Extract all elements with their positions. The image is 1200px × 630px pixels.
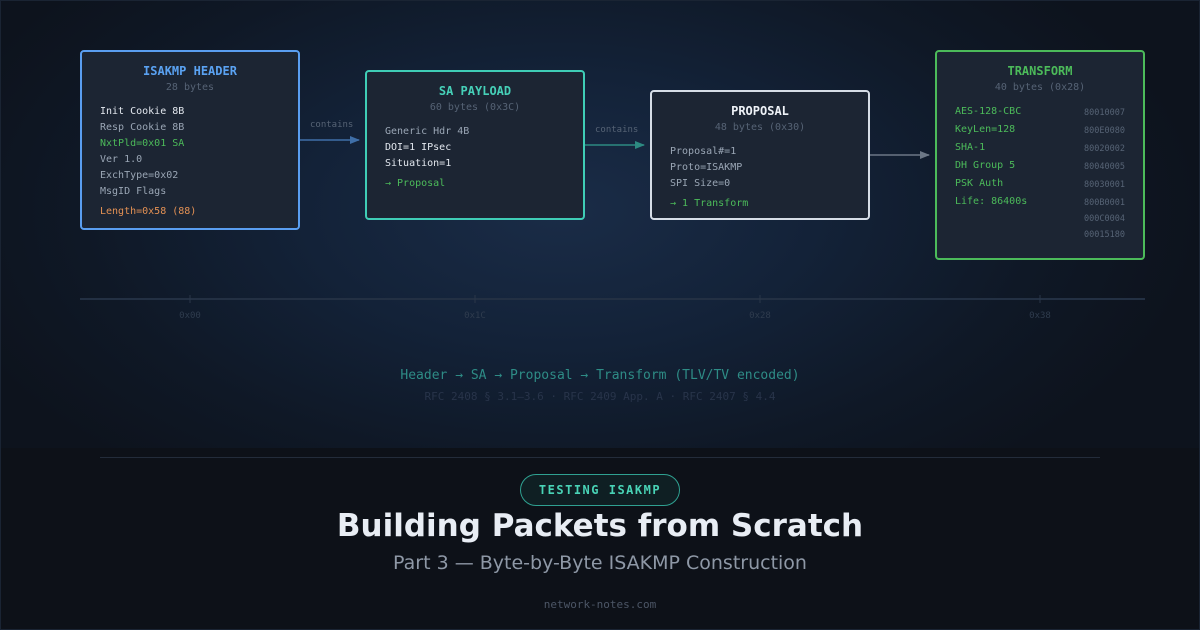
arrow-label-contains: contains	[310, 120, 354, 130]
attribute-row: DH Group 5	[955, 160, 1016, 171]
hex-value: 00015180	[1084, 230, 1125, 240]
next-payload-row: → Proposal	[385, 178, 446, 189]
next-payload-row: → 1 Transform	[670, 198, 749, 209]
offset-label: 0x38	[1029, 311, 1051, 321]
offset-label: 0x00	[179, 311, 201, 321]
sa-payload-box: SA PAYLOAD 60 bytes (0x3C) Generic Hdr 4…	[365, 70, 585, 220]
series-badge: TESTING ISAKMP	[520, 474, 680, 506]
field-row: Situation=1	[385, 158, 452, 169]
arrow-label-contains: contains	[595, 125, 639, 135]
box-title: SA PAYLOAD	[438, 84, 512, 98]
length-row: Length=0x58 (88)	[100, 206, 197, 217]
attribute-row: Life: 86400s	[955, 196, 1028, 207]
attribute-row: SHA-1	[955, 142, 986, 153]
hex-value: 000C0004	[1084, 214, 1125, 224]
attribute-row: PSK Auth	[955, 178, 1004, 189]
box-subtitle: 28 bytes	[165, 82, 215, 93]
box-subtitle: 60 bytes (0x3C)	[429, 102, 521, 113]
hex-value: 80010007	[1084, 108, 1125, 118]
attribute-row: KeyLen=128	[955, 124, 1016, 135]
proposal-box: PROPOSAL 48 bytes (0x30) Proposal#=1 Pro…	[650, 90, 870, 220]
field-row: NxtPld=0x01 SA	[100, 138, 185, 149]
field-row: Resp Cookie 8B	[100, 122, 185, 133]
box-title: PROPOSAL	[731, 104, 789, 118]
field-row: Proto=ISAKMP	[670, 162, 743, 173]
site-footer: network-notes.com	[543, 598, 657, 611]
page-subtitle: Part 3 — Byte-by-Byte ISAKMP Constructio…	[393, 552, 807, 574]
box-title: ISAKMP HEADER	[143, 64, 237, 78]
box-title: TRANSFORM	[1007, 64, 1073, 78]
hex-value: 80040005	[1084, 162, 1125, 172]
offset-label: 0x28	[749, 311, 771, 321]
field-row: ExchType=0x02	[100, 170, 179, 181]
field-row: SPI Size=0	[670, 178, 731, 189]
field-row: Ver 1.0	[100, 154, 143, 165]
flow-caption: Header → SA → Proposal → Transform (TLV/…	[400, 368, 800, 383]
offset-label: 0x1C	[464, 311, 486, 321]
page-title: Building Packets from Scratch	[336, 508, 864, 544]
hex-value: 800B0001	[1084, 198, 1125, 208]
hex-value: 800E0080	[1084, 126, 1125, 136]
field-row: Generic Hdr 4B	[385, 126, 470, 137]
rfc-references: RFC 2408 § 3.1–3.6 · RFC 2409 App. A · R…	[424, 390, 776, 403]
hex-value: 80030001	[1084, 180, 1125, 190]
hex-value: 80020002	[1084, 144, 1125, 154]
isakmp-header-box: ISAKMP HEADER 28 bytes Init Cookie 8B Re…	[80, 50, 300, 230]
transform-box: TRANSFORM 40 bytes (0x28) AES-128-CBC Ke…	[935, 50, 1145, 260]
field-row: MsgID Flags	[100, 186, 167, 197]
field-row: DOI=1 IPsec	[385, 142, 452, 153]
field-row: Proposal#=1	[670, 146, 737, 157]
field-row: Init Cookie 8B	[100, 106, 185, 117]
divider	[100, 457, 1100, 458]
box-subtitle: 40 bytes (0x28)	[994, 82, 1086, 93]
attribute-row: AES-128-CBC	[955, 106, 1022, 117]
box-subtitle: 48 bytes (0x30)	[714, 122, 806, 133]
